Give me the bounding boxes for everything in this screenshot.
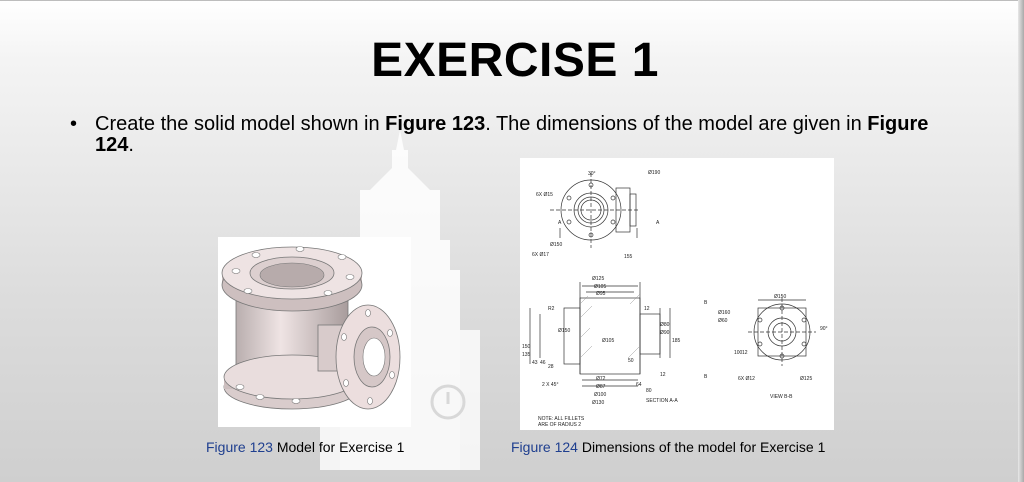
technical-drawing: 6X Ø15 30° Ø190 A A Ø150 6X Ø17 155 (522, 170, 828, 428)
figure-124-label: Figure 124 (511, 439, 578, 455)
figure-ref-124: Figure 124 (95, 113, 929, 156)
svg-text:150: 150 (522, 344, 531, 350)
solid-model-drawing (221, 246, 401, 410)
svg-text:Ø130: Ø130 (592, 400, 604, 406)
figure-123-image (218, 237, 411, 427)
svg-text:Ø95: Ø95 (596, 291, 606, 297)
svg-text:185: 185 (672, 338, 681, 344)
figure-ref-123: Figure 123 (385, 113, 486, 135)
svg-text:43: 43 (532, 360, 538, 366)
svg-text:A: A (656, 220, 660, 226)
svg-text:R2: R2 (548, 306, 555, 312)
svg-text:135: 135 (522, 352, 531, 358)
svg-text:Ø87: Ø87 (596, 384, 606, 390)
svg-text:Ø105: Ø105 (594, 284, 606, 290)
svg-text:Ø72: Ø72 (596, 376, 606, 382)
figure-123-caption: Figure 123 Model for Exercise 1 (206, 439, 405, 455)
bullet-symbol: • (70, 113, 78, 135)
svg-text:2 X 45°: 2 X 45° (542, 382, 558, 388)
svg-text:6X Ø17: 6X Ø17 (532, 252, 549, 258)
svg-text:Ø125: Ø125 (592, 276, 604, 282)
svg-text:SECTION A-A: SECTION A-A (646, 398, 678, 404)
svg-text:Ø100: Ø100 (594, 392, 606, 398)
svg-text:B: B (704, 300, 708, 306)
svg-text:12: 12 (660, 372, 666, 378)
svg-text:ARE OF RADIUS 2: ARE OF RADIUS 2 (538, 422, 581, 428)
slide-title: EXERCISE 1 (371, 34, 659, 87)
svg-text:Ø150: Ø150 (550, 242, 562, 248)
svg-text:Ø150: Ø150 (558, 328, 570, 334)
svg-text:6X Ø15: 6X Ø15 (536, 192, 553, 198)
slide-edge (1018, 0, 1024, 482)
svg-text:B: B (704, 374, 708, 380)
svg-text:64: 64 (636, 382, 642, 388)
svg-text:90°: 90° (820, 326, 828, 332)
svg-text:NOTE: ALL FILLETS: NOTE: ALL FILLETS (538, 416, 585, 422)
svg-text:A: A (558, 220, 562, 226)
svg-text:Ø80: Ø80 (660, 322, 670, 328)
svg-text:Ø150: Ø150 (774, 294, 786, 300)
figure-124-image: 6X Ø15 30° Ø190 A A Ø150 6X Ø17 155 (520, 158, 834, 430)
svg-text:Ø125: Ø125 (800, 376, 812, 382)
svg-text:50: 50 (628, 358, 634, 364)
svg-text:46: 46 (540, 360, 546, 366)
svg-text:Ø60: Ø60 (718, 318, 728, 324)
figure-124-caption: Figure 124 Dimensions of the model for E… (511, 439, 826, 455)
svg-text:80: 80 (646, 388, 652, 394)
svg-text:28: 28 (548, 364, 554, 370)
svg-text:30°: 30° (588, 171, 596, 177)
bullet-text: Create the solid model shown in Figure 1… (95, 113, 929, 156)
svg-text:Ø90: Ø90 (660, 330, 670, 336)
svg-text:12: 12 (742, 350, 748, 356)
svg-text:100: 100 (734, 350, 743, 356)
svg-text:155: 155 (624, 254, 633, 260)
svg-text:Ø105: Ø105 (602, 338, 614, 344)
top-border (0, 0, 1024, 1)
figure-123-label: Figure 123 (206, 439, 273, 455)
svg-text:VIEW B-B: VIEW B-B (770, 394, 793, 400)
svg-text:Ø190: Ø190 (648, 170, 660, 176)
svg-text:12: 12 (644, 306, 650, 312)
svg-text:Ø160: Ø160 (718, 310, 730, 316)
svg-text:6X Ø12: 6X Ø12 (738, 376, 755, 382)
